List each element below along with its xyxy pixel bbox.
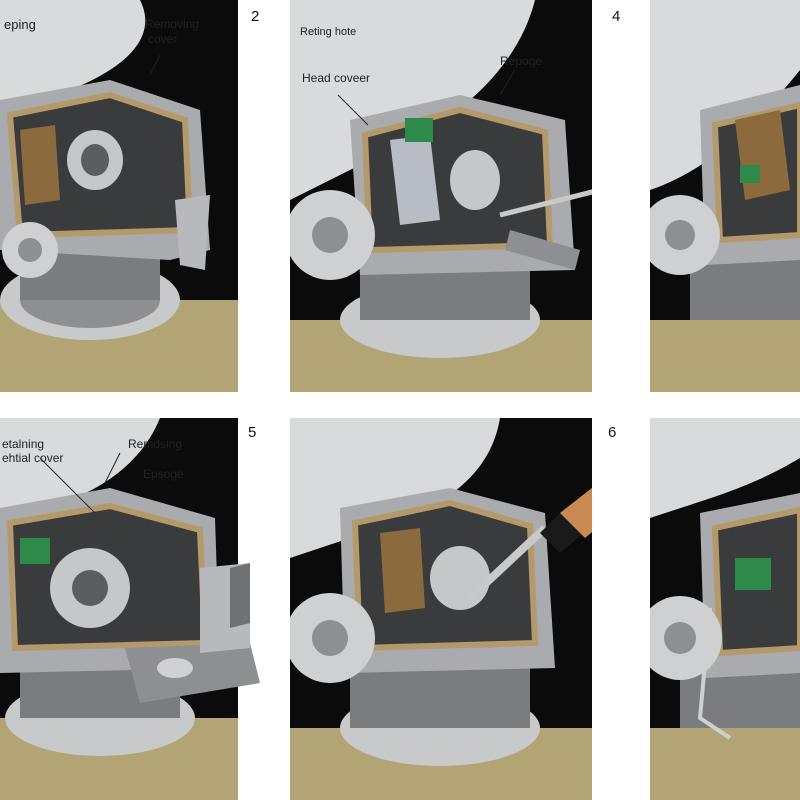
panel-label: Reting hote — [300, 26, 357, 38]
step-number: 6 — [608, 424, 617, 441]
panel-label: cover — [148, 32, 178, 46]
engine-illustration — [0, 418, 275, 800]
panel-step-5: etalning ehtial cover Remdsing Epsoge — [0, 418, 275, 800]
panel-label: Epsoge — [143, 467, 184, 481]
panel-label: etalning — [2, 437, 45, 451]
engine-illustration — [650, 418, 800, 800]
engine-illustration — [290, 0, 592, 392]
panel-label: ehtial cover — [2, 451, 64, 465]
panel-step-6: 6 — [290, 418, 592, 800]
engine-illustration — [650, 0, 800, 392]
panel-label: Removing — [145, 17, 200, 31]
panel-step-4: Reting hote Head coveer Repoge 4 — [290, 0, 592, 392]
panel-label: eping — [4, 17, 36, 32]
panel-step-top-right — [650, 0, 800, 392]
panel-label: Head coveer — [302, 71, 371, 85]
panel-label: Repoge — [500, 54, 543, 68]
panel-step-bottom-right — [650, 418, 800, 800]
step-number: 2 — [251, 8, 260, 25]
step-number: 5 — [248, 424, 257, 441]
engine-illustration — [290, 418, 592, 800]
panel-label: Remdsing — [128, 437, 183, 451]
step-number: 4 — [612, 8, 621, 25]
engine-illustration — [0, 0, 238, 392]
panel-step-2: eping Removing cover — [0, 0, 238, 392]
